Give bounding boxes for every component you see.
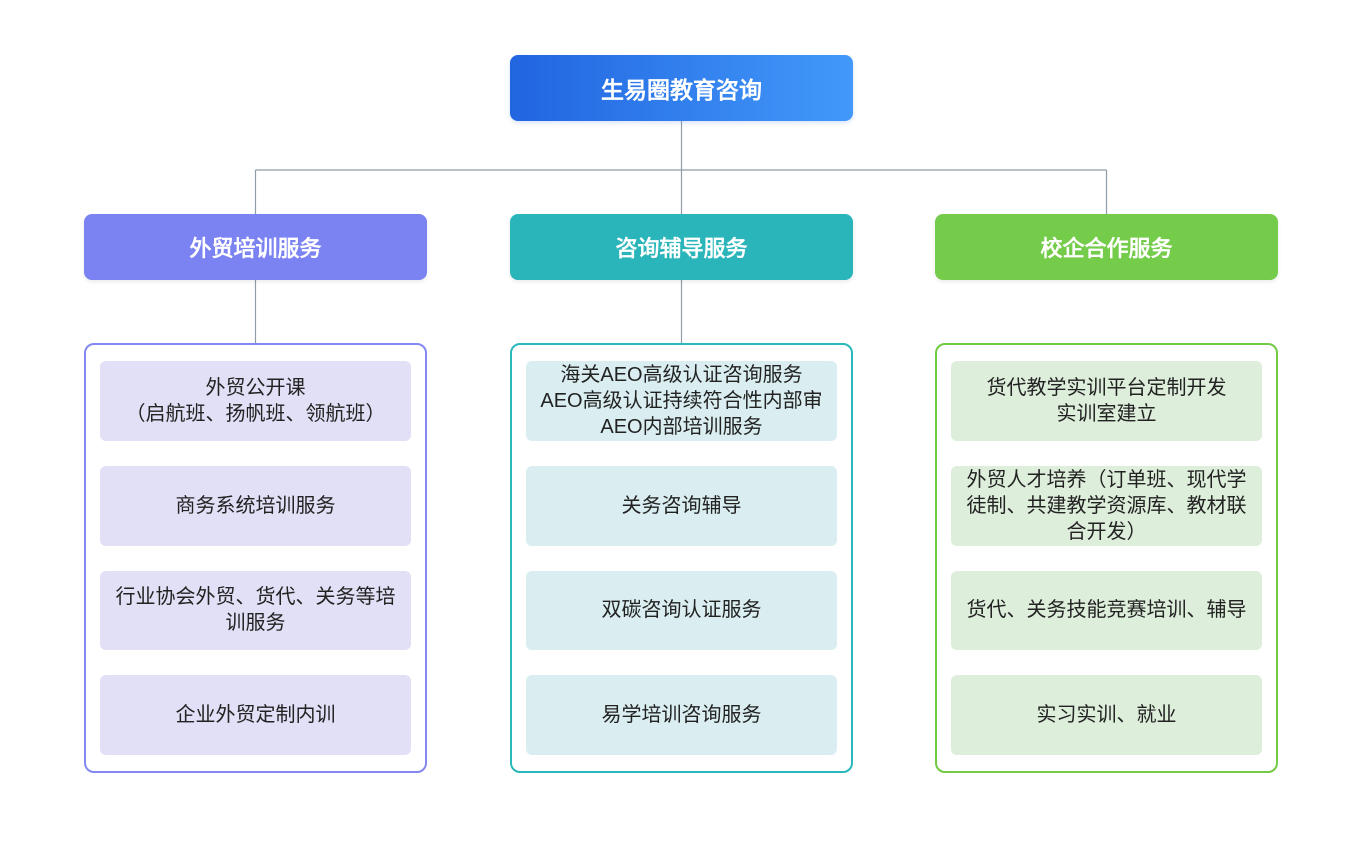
service-item: 易学培训咨询服务 (526, 675, 837, 755)
service-item: 企业外贸定制内训 (100, 675, 411, 755)
service-item: 双碳咨询认证服务 (526, 570, 837, 651)
branch-box-foreign-trade-training: 外贸公开课 （启航班、扬帆班、领航班） 商务系统培训服务 行业协会外贸、货代、关… (84, 343, 427, 773)
service-item: 外贸人才培养（订单班、现代学徒制、共建教学资源库、教材联合开发） (951, 465, 1262, 546)
branch-header-label: 外贸培训服务 (189, 236, 322, 261)
service-item: 关务咨询辅导 (526, 465, 837, 546)
service-item: 行业协会外贸、货代、关务等培训服务 (100, 570, 411, 651)
branch-header-label: 校企合作服务 (1040, 236, 1173, 261)
branch-header-consulting-coaching: 咨询辅导服务 (510, 214, 853, 280)
branch-box-consulting-coaching: 海关AEO高级认证咨询服务 AEO高级认证持续符合性内部审 AEO内部培训服务 … (510, 343, 853, 773)
branch-header-school-enterprise: 校企合作服务 (935, 214, 1278, 280)
branch-header-foreign-trade-training: 外贸培训服务 (84, 214, 427, 280)
service-item: 货代、关务技能竞赛培训、辅导 (951, 570, 1262, 651)
service-item: 海关AEO高级认证咨询服务 AEO高级认证持续符合性内部审 AEO内部培训服务 (526, 361, 837, 441)
branch-header-label: 咨询辅导服务 (615, 236, 748, 261)
root-node: 生易圈教育咨询 (510, 55, 853, 121)
service-item: 实习实训、就业 (951, 675, 1262, 755)
branch-box-school-enterprise: 货代教学实训平台定制开发 实训室建立 外贸人才培养（订单班、现代学徒制、共建教学… (935, 343, 1278, 773)
service-item: 商务系统培训服务 (100, 465, 411, 546)
root-node-label: 生易圈教育咨询 (601, 77, 762, 103)
service-item: 外贸公开课 （启航班、扬帆班、领航班） (100, 361, 411, 441)
service-item: 货代教学实训平台定制开发 实训室建立 (951, 361, 1262, 441)
